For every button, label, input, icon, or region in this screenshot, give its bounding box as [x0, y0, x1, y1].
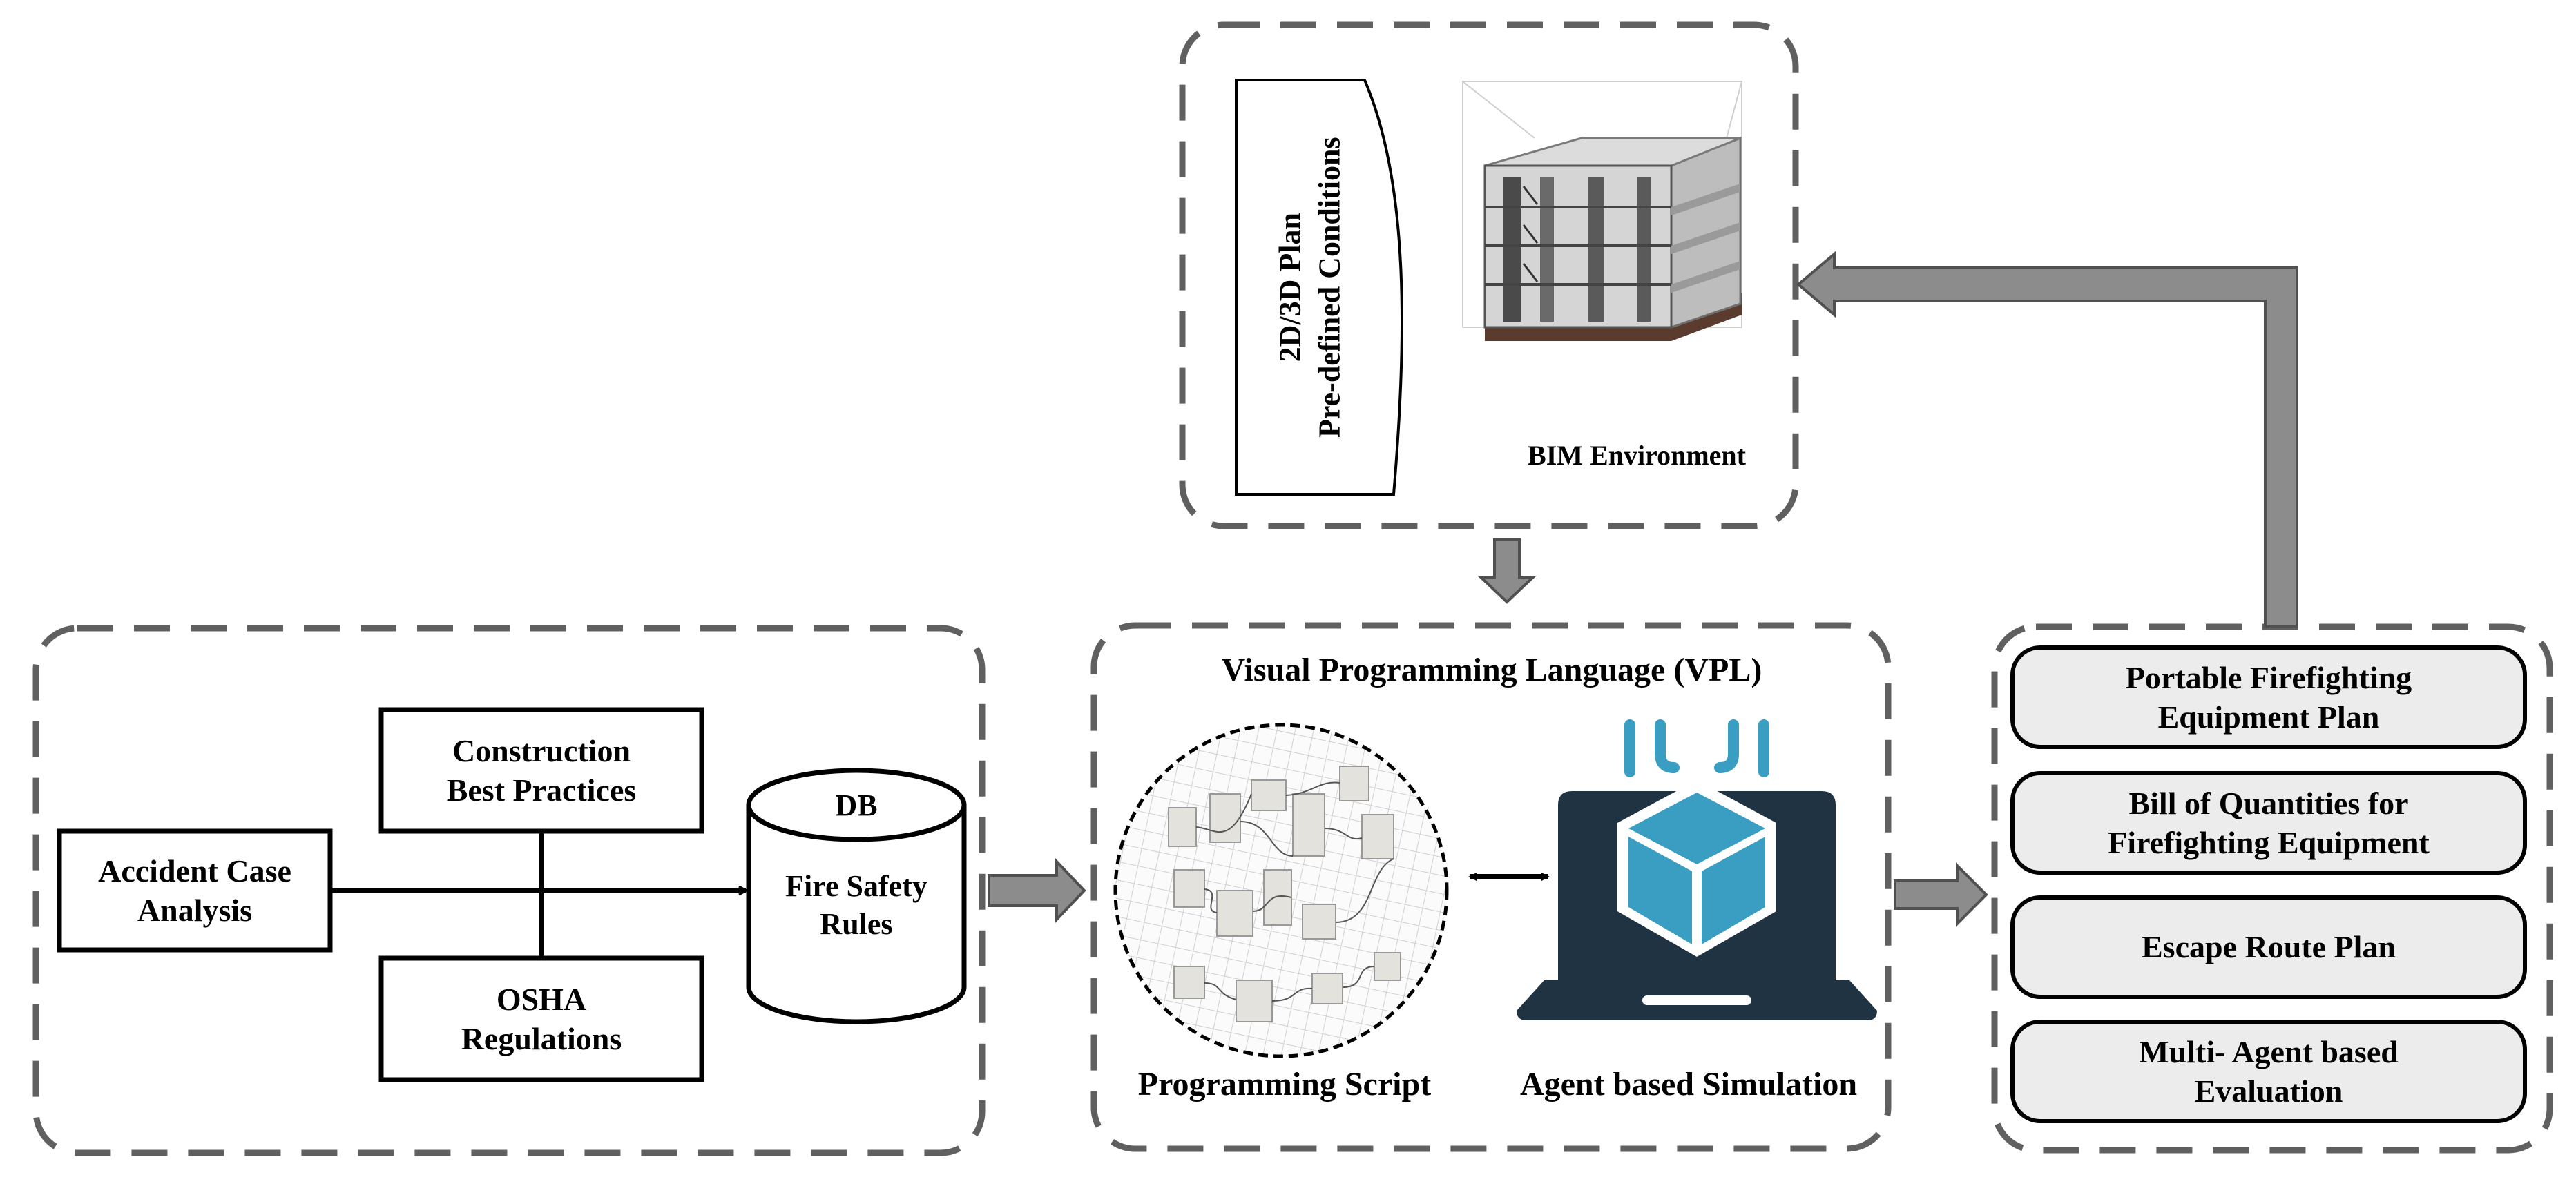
output-to-bim-feedback-arrow	[1798, 272, 2265, 627]
bim-building-model	[1462, 81, 1742, 341]
input-section-container	[32, 625, 986, 1156]
vpl-section-container	[1090, 622, 1892, 1152]
plan-label: 2D/3D Plan Pre-defined Conditions	[1244, 80, 1376, 494]
programming-script-label: Programming Script	[1098, 1060, 1471, 1109]
fire-safety-line1: Fire Safety	[785, 869, 927, 903]
construction-best-practices-box	[378, 707, 704, 834]
bim-environment-label: BIM Environment	[1492, 435, 1782, 476]
accident-case-analysis-box	[57, 828, 333, 953]
programming-script-graph	[1113, 723, 1449, 1058]
output-item-2-line1: Bill of Quantities for	[2128, 785, 2409, 821]
construction-best-practices-label: Construction Best Practices	[381, 710, 702, 831]
database-tag: DB	[749, 784, 964, 826]
output-item-2-label: Bill of Quantities for Firefighting Equi…	[2012, 773, 2525, 873]
output-box-1	[2010, 645, 2527, 749]
output-item-2-line2: Firefighting Equipment	[2108, 825, 2430, 860]
output-box-3	[2010, 895, 2527, 999]
osha-regulations-box	[378, 955, 704, 1082]
construction-line2: Best Practices	[446, 772, 637, 808]
output-box-2	[2010, 771, 2527, 875]
output-item-3-label: Escape Route Plan	[2012, 897, 2525, 997]
input-to-vpl-arrow	[988, 858, 1086, 923]
output-item-4-line1: Multi- Agent based	[2139, 1033, 2399, 1069]
output-item-4-line2: Evaluation	[2194, 1073, 2343, 1109]
osha-line2: Regulations	[461, 1021, 622, 1056]
agent-simulation-icon	[1517, 719, 1877, 1020]
vpl-title: Visual Programming Language (VPL)	[1174, 646, 1809, 694]
osha-line1: OSHA	[496, 981, 587, 1017]
osha-regulations-label: OSHA Regulations	[381, 958, 702, 1080]
agent-simulation-text: Agent based Simulation	[1519, 1066, 1858, 1102]
plan-line1: 2D/3D Plan	[1273, 212, 1307, 362]
output-item-1-line2: Equipment Plan	[2157, 699, 2380, 735]
fire-safety-rules-label: Fire Safety Rules	[749, 853, 964, 957]
accident-case-line2: Analysis	[137, 893, 253, 928]
output-item-1-label: Portable Firefighting Equipment Plan	[2012, 648, 2525, 747]
accident-case-line1: Accident Case	[98, 853, 291, 888]
construction-line1: Construction	[452, 732, 631, 768]
programming-script-text: Programming Script	[1137, 1066, 1432, 1102]
agent-simulation-label: Agent based Simulation	[1492, 1060, 1885, 1109]
bim-environment-text: BIM Environment	[1528, 440, 1746, 471]
vpl-title-text: Visual Programming Language (VPL)	[1221, 652, 1762, 688]
database-cylinder	[746, 768, 967, 1024]
output-item-3-line1: Escape Route Plan	[2142, 929, 2396, 965]
vpl-to-output-arrow	[1894, 862, 1988, 927]
plan-line2: Pre-defined Conditions	[1313, 137, 1347, 438]
plan-document-shape	[1235, 79, 1403, 496]
output-box-4	[2010, 1020, 2527, 1123]
bim-to-vpl-arrow	[1477, 538, 1537, 604]
bim-section-container	[1179, 21, 1799, 529]
output-item-1-line1: Portable Firefighting	[2125, 659, 2412, 695]
output-item-4-label: Multi- Agent based Evaluation	[2012, 1022, 2525, 1121]
database-tag-text: DB	[835, 788, 878, 822]
feedback-arrow	[1796, 251, 2298, 628]
accident-case-analysis-label: Accident Case Analysis	[59, 831, 330, 950]
fire-safety-line2: Rules	[820, 907, 893, 941]
